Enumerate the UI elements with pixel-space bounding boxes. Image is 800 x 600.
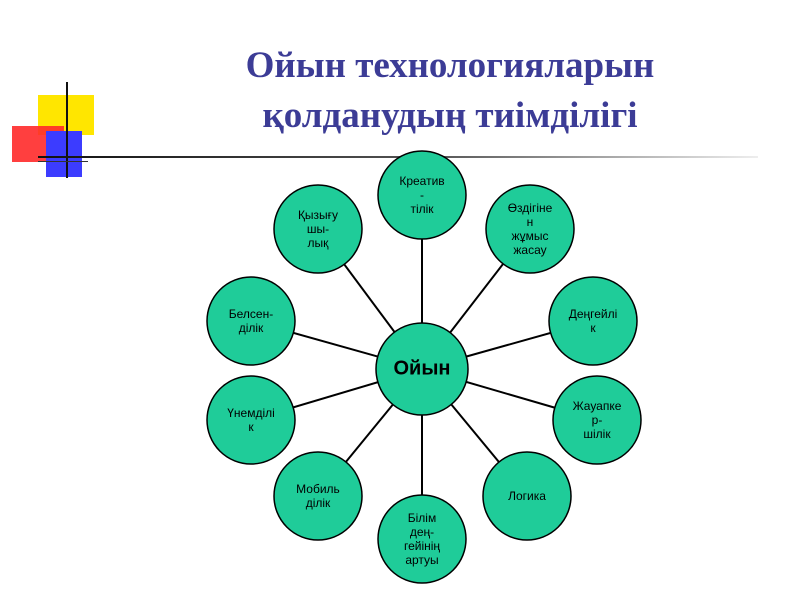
node-circle: [206, 276, 296, 366]
decor-vertical-line: [66, 82, 68, 178]
node-label: Үнемділі к: [227, 406, 275, 434]
node-circle: [377, 150, 467, 240]
node-label: Мобиль ділік: [296, 482, 340, 510]
node-circle: [273, 184, 363, 274]
title-underline: [38, 156, 758, 158]
center-node-label: Ойын: [393, 357, 451, 380]
node-circle: [206, 375, 296, 465]
decor-blue-square: [46, 131, 82, 177]
node-circle: [482, 451, 572, 541]
node-label: Білім дең- гейінің артуы: [403, 511, 441, 567]
decor-short-line: [38, 161, 88, 162]
node-circle: [273, 451, 363, 541]
center-node-circle: [375, 322, 469, 416]
node-label: Қызығу шы- лық: [297, 208, 339, 250]
node-circle: [485, 184, 575, 274]
node-circle: [552, 375, 642, 465]
node-label: Креатив - тілік: [399, 174, 445, 216]
slide-title-line-2: қолданудың тиімділігі: [262, 95, 638, 136]
node-circle: [377, 494, 467, 584]
slide-title-line-1: Ойын технологияларын: [245, 45, 655, 86]
node-label: Логика: [508, 489, 546, 503]
node-circle: [548, 276, 638, 366]
node-label: Жауапке р- шілік: [572, 399, 622, 441]
node-label: Деңгейлі к: [568, 307, 618, 335]
node-label: Өздігіне н жұмыс жасау: [507, 201, 553, 257]
node-label: Белсен- ділік: [228, 307, 274, 335]
